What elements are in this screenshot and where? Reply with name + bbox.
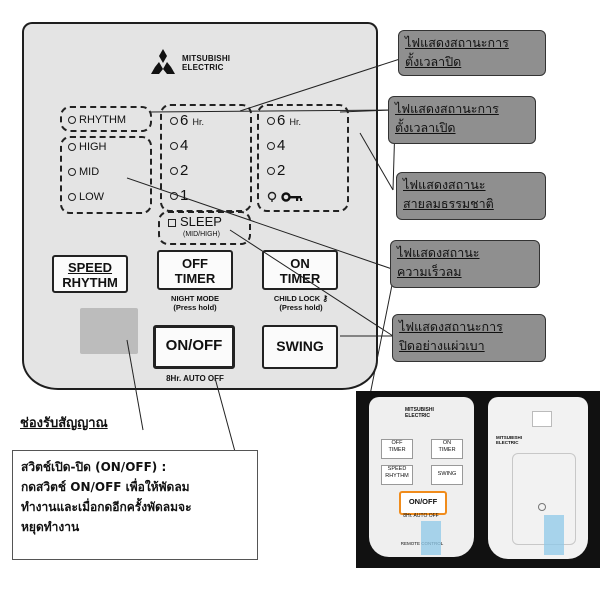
speed-mid-indicator: MID [68, 166, 99, 178]
photo-back-window [532, 411, 552, 427]
callout-on-timer-status: ไฟแสดงสถานะการตั้งเวลาเปิด [388, 96, 536, 144]
brand-logo: MITSUBISHI ELECTRIC [148, 48, 258, 78]
off-timer-6hr-indicator: 6 Hr. [170, 112, 204, 129]
photo-back-screw [538, 503, 546, 511]
photo-auto-off-caption: 8Hr. AUTO OFF [403, 513, 439, 519]
auto-off-caption: 8Hr. AUTO OFF [166, 374, 224, 383]
description-line-2: ทำงานและเมื่อกดอีกครั้งพัดลมจะ [21, 500, 192, 514]
on-off-description-box: สวิตช์เปิด-ปิด (ON/OFF) : กดสวิตช์ ON/OF… [12, 450, 258, 560]
speed-indicator-group [60, 136, 152, 214]
off-timer-4hr-indicator: 4 [170, 137, 188, 154]
photo-front-tab [421, 521, 441, 555]
rhythm-indicator: RHYTHM [68, 114, 126, 126]
sleep-indicator-group [158, 211, 251, 245]
receiver-label: ช่องรับสัญญาณ [20, 416, 108, 431]
night-mode-caption: NIGHT MODE(Press hold) [171, 294, 219, 312]
child-lock-indicator [267, 189, 307, 208]
photo-back-tab [544, 515, 564, 555]
callout-sleep-status: ไฟแสดงสถานะการปิดอย่างแผ่วเบา [392, 314, 546, 362]
callout-rhythm-status: ไฟแสดงสถานะสายลมธรรมชาติ [396, 172, 546, 220]
brand-line2: ELECTRIC [182, 63, 224, 72]
child-lock-caption: CHILD LOCK ⚷(Press hold) [273, 294, 329, 312]
description-line-3: หยุดทำงาน [21, 520, 80, 534]
on-timer-2hr-indicator: 2 [267, 162, 285, 179]
speed-high-indicator: HIGH [68, 141, 107, 153]
brand-line1: MITSUBISHI [182, 54, 231, 63]
on-timer-6hr-indicator: 6 Hr. [267, 112, 301, 129]
key-icon [267, 191, 303, 202]
photo-swing-button: SWING [431, 465, 463, 485]
swing-button[interactable]: SWING [262, 325, 338, 369]
sleep-sub-label: (MID/HIGH) [183, 231, 220, 238]
mitsubishi-diamonds-icon [151, 49, 175, 74]
sleep-indicator: SLEEP [168, 214, 222, 229]
on-off-button[interactable]: ON/OFF [153, 325, 235, 369]
off-timer-2hr-indicator: 2 [170, 162, 188, 179]
off-timer-1hr-indicator: 1 [170, 187, 188, 204]
speed-low-indicator: LOW [68, 191, 104, 203]
on-timer-4hr-indicator: 4 [267, 137, 285, 154]
callout-speed-status: ไฟแสดงสถานะความเร็วลม [390, 240, 540, 288]
callout-off-timer-status: ไฟแสดงสถานะการตั้งเวลาปิด [398, 30, 546, 76]
description-title: สวิตช์เปิด-ปิด (ON/OFF) : [21, 460, 167, 474]
on-timer-indicator-group [257, 104, 349, 212]
description-line-1: กดสวิตช์ ON/OFF เพื่อให้พัดลม [21, 480, 190, 494]
rhythm-indicator-group [60, 106, 152, 132]
photo-on-off-button: ON/OFF [399, 491, 447, 515]
